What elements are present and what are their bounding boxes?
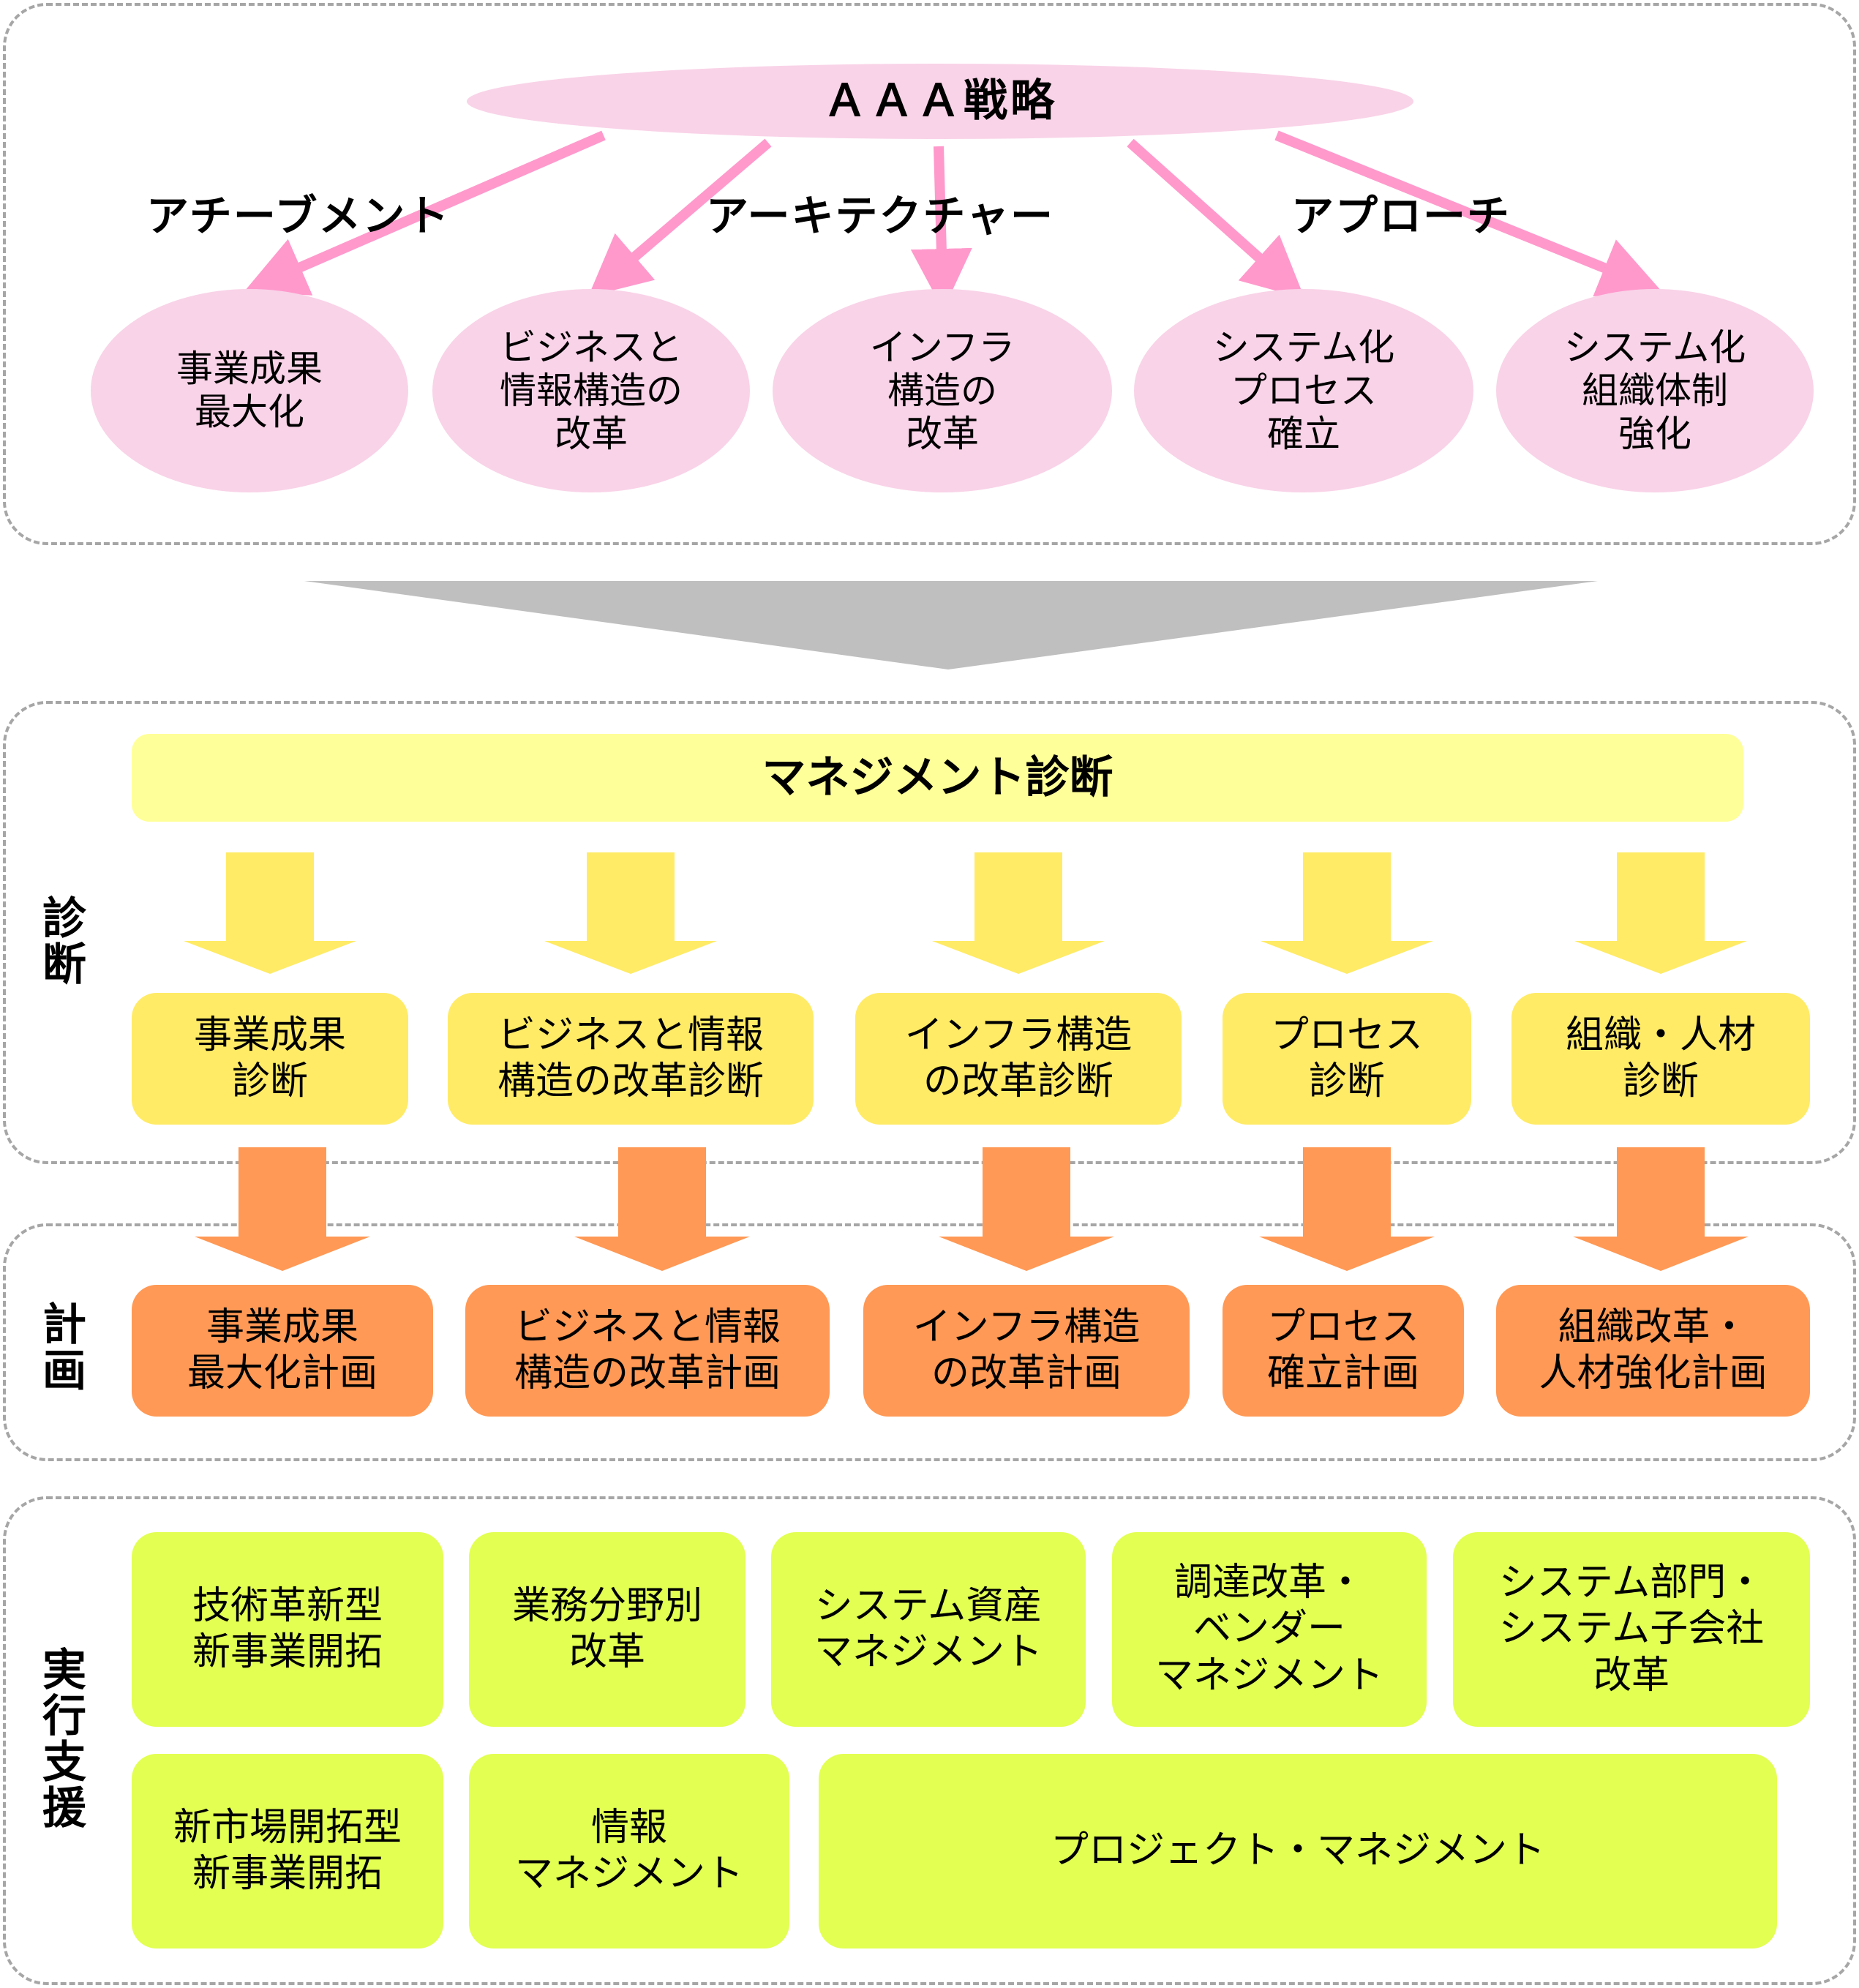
execution-item: 新市場開拓型 新事業開拓 bbox=[132, 1754, 443, 1948]
plan-item: 事業成果 最大化計画 bbox=[132, 1285, 433, 1417]
goal-node: システム化 プロセス 確立 bbox=[1134, 289, 1473, 492]
goal-node: インフラ 構造の 改革 bbox=[773, 289, 1112, 492]
execution-item: 情報 マネジメント bbox=[469, 1754, 789, 1948]
execution-item-project-management: プロジェクト・マネジメント bbox=[819, 1754, 1777, 1948]
down-arrow-orange bbox=[1259, 1147, 1435, 1271]
down-arrow-orange bbox=[195, 1147, 370, 1271]
branch-architecture: アーキテクチャー bbox=[706, 191, 1054, 241]
arrow-to-goal-4 bbox=[1127, 138, 1305, 299]
strategy-arrows bbox=[244, 130, 1661, 310]
down-arrow-yellow bbox=[932, 852, 1105, 974]
arrow-to-goal-2 bbox=[588, 138, 772, 297]
diagnosis-side-label: 診 断 bbox=[42, 893, 86, 991]
execution-item: システム部門・ システム子会社 改革 bbox=[1453, 1532, 1810, 1727]
diagnosis-item: 事業成果 診断 bbox=[132, 993, 408, 1125]
plan-side-label: 計 画 bbox=[42, 1299, 86, 1397]
plan-item: 組織改革・ 人材強化計画 bbox=[1496, 1285, 1810, 1417]
plan-arrows bbox=[195, 1147, 1749, 1271]
diagnosis-arrows bbox=[184, 852, 1747, 974]
management-diagnosis-header: マネジメント診断 bbox=[132, 734, 1743, 822]
goal-node: 事業成果 最大化 bbox=[91, 289, 408, 492]
strategy-section bbox=[3, 3, 1856, 545]
plan-section bbox=[3, 1223, 1856, 1461]
strategy-title: ＡＡＡ戦略 bbox=[467, 64, 1413, 139]
execution-item: 技術革新型 新事業開拓 bbox=[132, 1532, 443, 1727]
plan-item: プロセス 確立計画 bbox=[1223, 1285, 1464, 1417]
diagnosis-section bbox=[3, 701, 1856, 1164]
branch-approach: アプローチ bbox=[1291, 191, 1511, 241]
execution-item: 調達改革・ ベンダー マネジメント bbox=[1112, 1532, 1427, 1727]
down-arrow-yellow bbox=[544, 852, 717, 974]
diagnosis-item: 組織・人材 診断 bbox=[1511, 993, 1810, 1125]
diagnosis-item: インフラ構造 の改革診断 bbox=[855, 993, 1182, 1125]
down-arrow-yellow bbox=[184, 852, 356, 974]
down-arrow-yellow bbox=[1574, 852, 1747, 974]
execution-section bbox=[3, 1496, 1856, 1985]
plan-item: インフラ構造 の改革計画 bbox=[863, 1285, 1190, 1417]
execution-item: システム資産 マネジメント bbox=[771, 1532, 1086, 1727]
goal-node: システム化 組織体制 強化 bbox=[1496, 289, 1814, 492]
arrow-to-goal-3 bbox=[910, 146, 972, 310]
arrow-to-goal-1 bbox=[244, 130, 606, 296]
execution-item: 業務分野別 改革 bbox=[469, 1532, 746, 1727]
down-arrow-orange bbox=[939, 1147, 1114, 1271]
plan-item: ビジネスと情報 構造の改革計画 bbox=[465, 1285, 830, 1417]
execution-side-label: 実 行 支 援 bbox=[42, 1645, 86, 1834]
diagnosis-item: プロセス 診断 bbox=[1223, 993, 1471, 1125]
diagnosis-item: ビジネスと情報 構造の改革診断 bbox=[448, 993, 814, 1125]
down-arrow-orange bbox=[574, 1147, 750, 1271]
branch-achievement: アチーブメント bbox=[146, 191, 451, 241]
down-arrow-orange bbox=[1573, 1147, 1749, 1271]
goal-node: ビジネスと 情報構造の 改革 bbox=[432, 289, 750, 492]
funnel-arrow bbox=[304, 581, 1598, 669]
arrow-to-goal-5 bbox=[1274, 130, 1661, 297]
down-arrow-yellow bbox=[1261, 852, 1433, 974]
